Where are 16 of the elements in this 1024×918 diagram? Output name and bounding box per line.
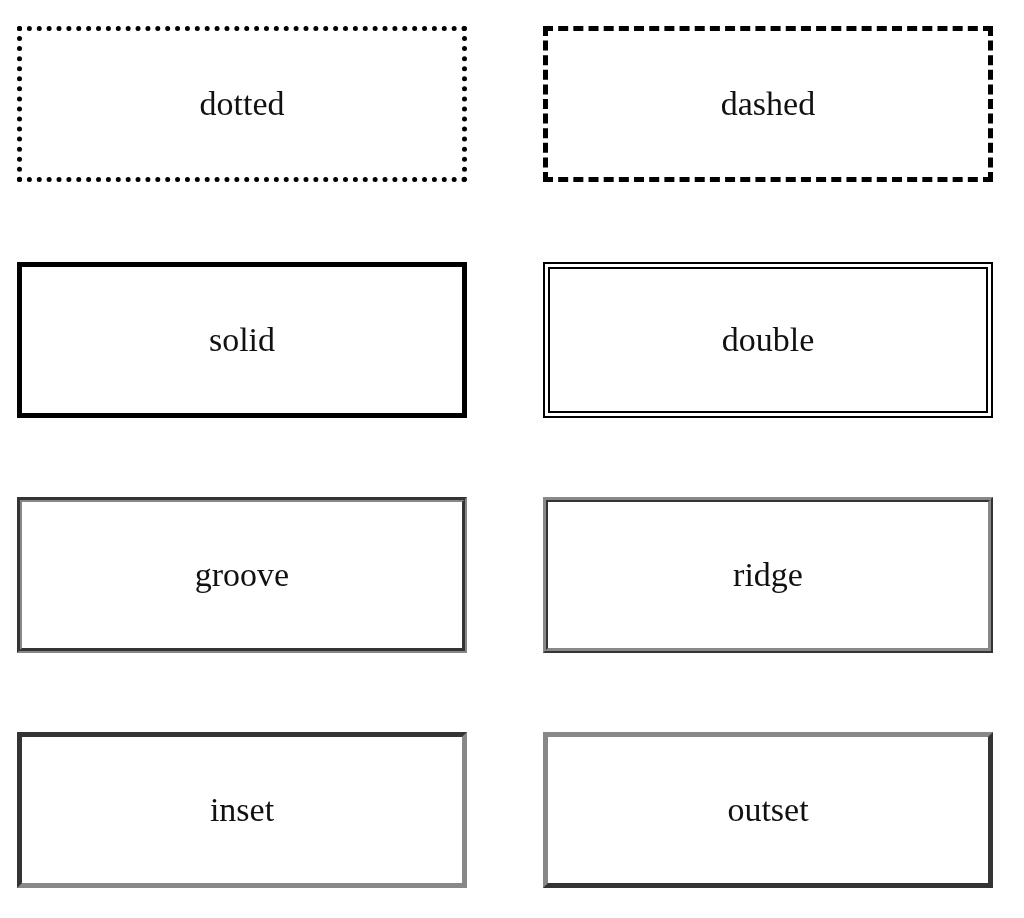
- box-label: outset: [727, 791, 809, 829]
- box-label: dashed: [720, 85, 816, 123]
- groove-border-box: [17, 497, 467, 653]
- box-label: dotted: [199, 85, 285, 123]
- double-border-box: [543, 262, 993, 418]
- box-label: groove: [194, 556, 290, 594]
- box-label: solid: [208, 321, 276, 359]
- inset-border-box: [17, 732, 467, 888]
- outset-border-box: [543, 732, 993, 888]
- dashed-border-box: [543, 26, 993, 182]
- box-label: ridge: [733, 556, 803, 594]
- box-label: double: [721, 321, 815, 359]
- box-label: inset: [209, 791, 275, 829]
- dotted-border-box: [17, 26, 467, 182]
- solid-border-box: [17, 262, 467, 418]
- ridge-border-box: [543, 497, 993, 653]
